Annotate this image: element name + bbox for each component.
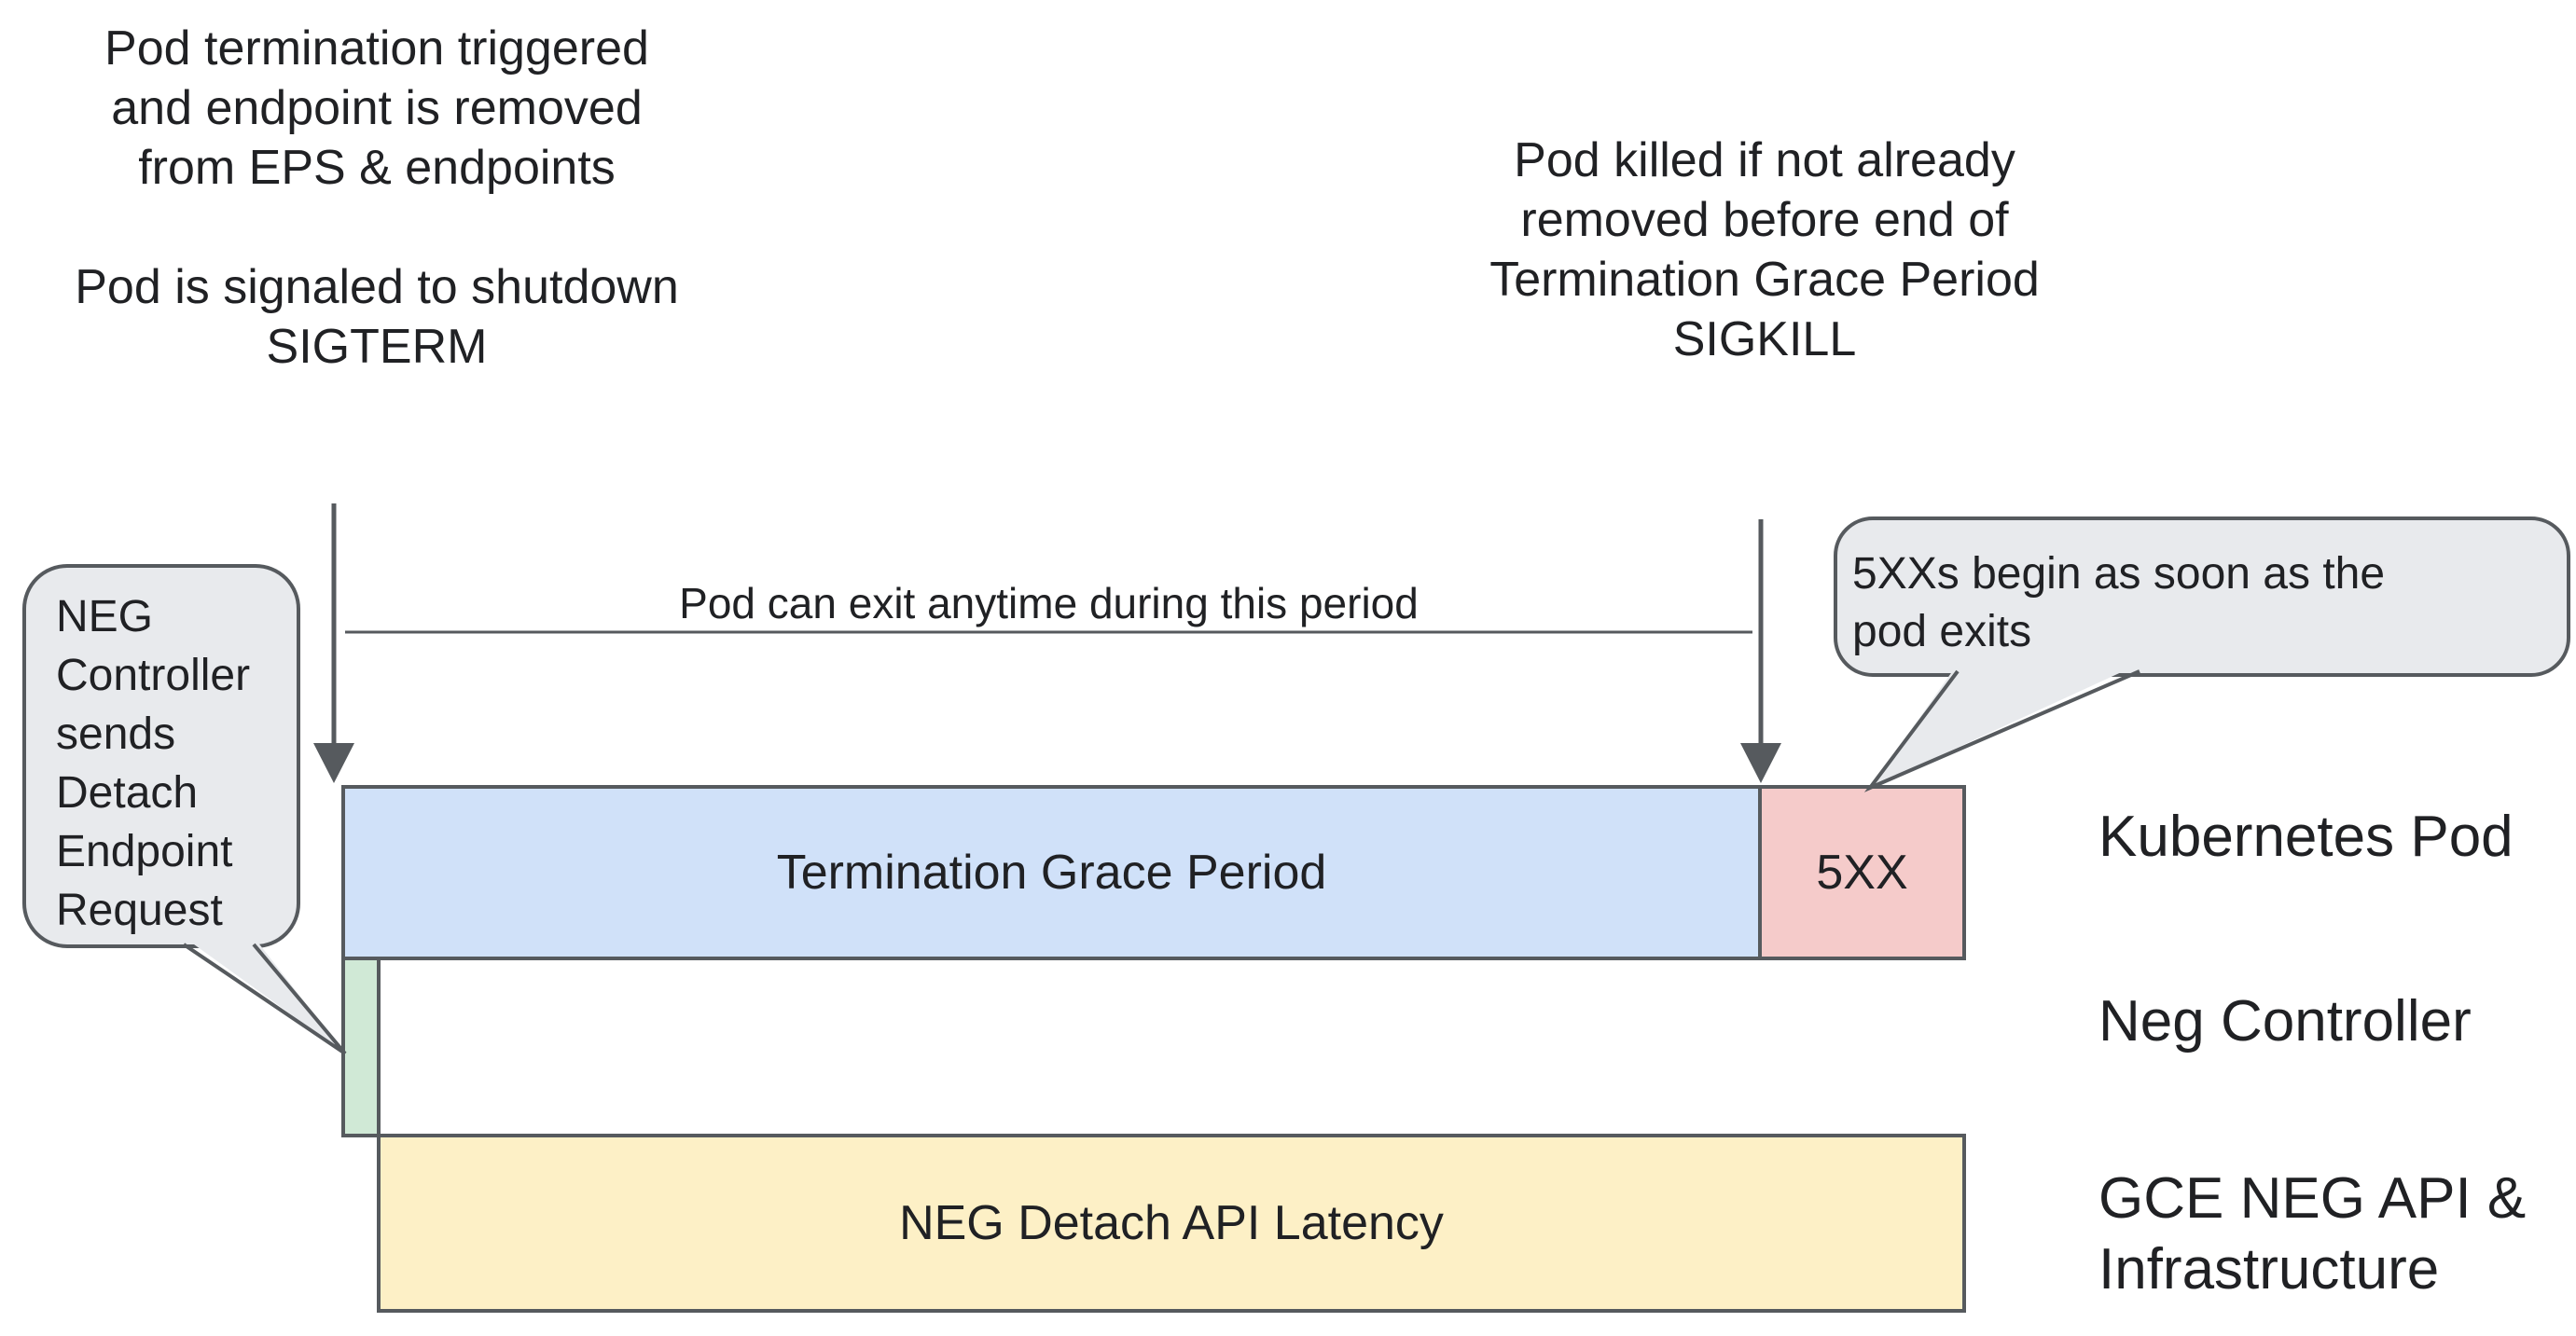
pod-kill-annotation: Pod killed if not already removed before… <box>1489 133 2040 366</box>
5xx-error-bar: 5XX <box>1758 785 1966 960</box>
lane-label-neg-controller: Neg Controller <box>2098 989 2472 1054</box>
exit-period-label: Pod can exit anytime during this period <box>679 579 1419 627</box>
neg-detach-callout-text: NEG Controller sends Detach Endpoint Req… <box>56 592 251 935</box>
sigterm-arrow-down-icon <box>313 503 354 783</box>
neg-controller-detach-bar <box>341 957 381 1137</box>
neg-detach-api-latency-bar: NEG Detach API Latency <box>377 1134 1966 1313</box>
neg-detach-api-latency-label: NEG Detach API Latency <box>899 1196 1444 1250</box>
lane-label-kubernetes-pod: Kubernetes Pod <box>2098 805 2514 869</box>
5xx-error-label: 5XX <box>1816 846 1908 900</box>
termination-grace-period-label: Termination Grace Period <box>776 846 1327 900</box>
sigkill-arrow-down-icon <box>1740 519 1781 783</box>
termination-grace-period-bar: Termination Grace Period <box>341 785 1762 960</box>
pod-termination-annotation: Pod termination triggered and endpoint i… <box>75 21 679 374</box>
lane-label-gce-neg-api: GCE NEG API & Infrastructure <box>2098 1166 2527 1302</box>
5xx-begin-callout-text: 5XXs begin as soon as the pod exits <box>1852 549 2386 656</box>
